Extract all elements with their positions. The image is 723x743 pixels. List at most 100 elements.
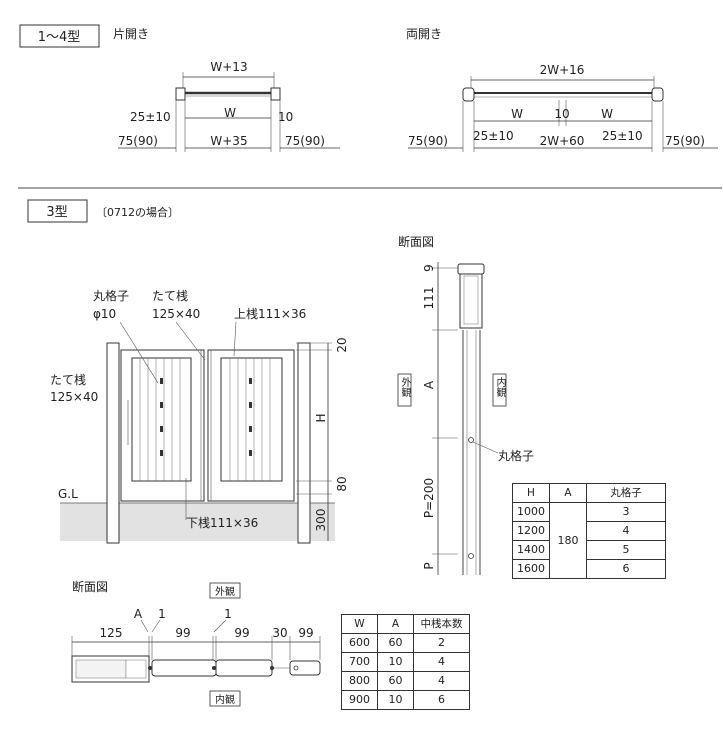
dim-top-20: 20	[335, 337, 349, 352]
bottom-rail-label: 下桟111×36	[186, 516, 258, 530]
horizontal-section: 断面図 外観 内観 A 1 1 125 99 99 30 99	[71, 579, 321, 707]
round-bar-label: 丸格子	[93, 288, 129, 303]
label-1-first: 1	[158, 607, 166, 621]
left-stile-size-label: 125×40	[50, 390, 98, 404]
width-spec-table: W A 中桟本数 600 60 2 700 10 4 800 60 4 900 …	[341, 614, 470, 710]
dim-p200: P=200	[422, 478, 436, 518]
single-inner-dim: W+35	[210, 134, 247, 148]
table-h-cell-bars: 3	[586, 502, 666, 522]
table-w-cell-a: 60	[377, 633, 414, 653]
single-width-dim: W	[224, 106, 236, 120]
vertical-section-title: 断面図	[398, 234, 434, 249]
single-swing-plan: W+13 25±10 W 10 75(90) W+35 75(90)	[118, 60, 340, 152]
double-overall-dim: 2W+16	[540, 63, 585, 77]
gate-elevation: G.L 丸格子 φ10 たて桟 125×	[50, 288, 349, 544]
double-clearance-left-dim: 25±10	[473, 129, 514, 143]
table-h-cell-bars: 4	[586, 521, 666, 541]
ground-line-label: G.L	[58, 487, 78, 501]
table-w-cell-a: 10	[377, 652, 414, 672]
inside-label-h: 内観	[215, 693, 235, 706]
dim-125: 125	[100, 626, 123, 640]
table-w-cell-count: 2	[413, 633, 470, 653]
single-swing-title: 片開き	[113, 27, 149, 41]
table-w-cell-w: 900	[341, 690, 378, 710]
table-h-cell-bars: 6	[586, 559, 666, 579]
table-row: 800 60 4	[341, 671, 470, 691]
table-h-cell-a: 180	[549, 502, 587, 579]
double-swing-plan: 2W+16 W 10 W 75(90) 25±10 2W+60 25±10 75…	[408, 63, 718, 152]
vertical-section: 断面図 9 111 A P=200 P 外観 内観 丸格子	[397, 234, 534, 575]
dim-99-third: 99	[298, 626, 313, 640]
ground-hatch	[60, 503, 335, 541]
outside-label-v: 外観	[399, 377, 411, 398]
double-swing-title: 両開き	[406, 27, 442, 41]
table-h-header-a: A	[549, 483, 587, 503]
single-overall-dim: W+13	[210, 60, 247, 74]
table-w-cell-w: 700	[341, 652, 378, 672]
table-w-cell-count: 4	[413, 671, 470, 691]
table-row: 700 10 4	[341, 652, 470, 672]
table-w-cell-a: 10	[377, 690, 414, 710]
table-h-header-bars: 丸格子	[586, 483, 666, 503]
dim-embed-300: 300	[314, 509, 328, 532]
dim-99-second: 99	[234, 626, 249, 640]
center-stile-label: たて桟	[152, 289, 188, 303]
dim-99-first: 99	[175, 626, 190, 640]
type3-note: 〔0712の場合〕	[96, 205, 179, 219]
double-width-right-dim: W	[601, 107, 613, 121]
double-width-left-dim: W	[511, 107, 523, 121]
table-h-cell-h: 1600	[512, 559, 550, 579]
table-h-cell-h: 1200	[512, 521, 550, 541]
dim-a-vertical: A	[422, 380, 436, 389]
dim-bottom-80: 80	[335, 476, 349, 491]
dim-111: 111	[422, 287, 436, 310]
table-row: 1000 180 3	[512, 502, 666, 579]
type3-tag-label: 3型	[46, 205, 67, 220]
table-h-header-h: H	[512, 483, 550, 503]
double-post-left-dim: 75(90)	[408, 134, 448, 148]
round-bar-dia-label: φ10	[93, 307, 116, 321]
table-row: 900 10 6	[341, 690, 470, 710]
type-tag-label: 1～4型	[38, 30, 81, 45]
type3-tag-box	[27, 199, 88, 223]
single-clearance-dim: 25±10	[130, 110, 171, 124]
double-gap-dim: 10	[554, 107, 569, 121]
inside-label-v: 内観	[494, 376, 506, 398]
label-a-h: A	[134, 607, 143, 621]
table-row: 1200 4	[512, 521, 666, 541]
type-tag-box	[19, 24, 100, 48]
table-w-cell-count: 4	[413, 652, 470, 672]
single-post-right-dim: 75(90)	[285, 134, 325, 148]
table-w-cell-w: 800	[341, 671, 378, 691]
table-row: 1400 5	[512, 540, 666, 560]
table-w-cell-count: 6	[413, 690, 470, 710]
dim-9: 9	[422, 264, 436, 272]
table-w-header-count: 中桟本数	[413, 614, 470, 634]
label-1-second: 1	[224, 607, 232, 621]
dim-p: P	[422, 562, 436, 569]
height-spec-table: H A 丸格子 1000 180 3 1200 4 1400 5 1600 6	[512, 483, 666, 579]
double-clearance-right-dim: 25±10	[602, 129, 643, 143]
table-h-cell-bars: 5	[586, 540, 666, 560]
top-rail-label: 上桟111×36	[234, 307, 306, 321]
table-w-header-w: W	[341, 614, 378, 634]
single-gap-dim: 10	[278, 110, 293, 124]
round-bar-callout: 丸格子	[498, 448, 534, 463]
center-stile-size-label: 125×40	[152, 307, 200, 321]
left-stile-label: たて桟	[50, 373, 86, 387]
table-row: 600 60 2	[341, 633, 470, 653]
table-w-header-a: A	[377, 614, 414, 634]
dim-height-h: H	[314, 413, 328, 422]
table-h-cell-h: 1000	[512, 502, 550, 522]
table-w-cell-w: 600	[341, 633, 378, 653]
outside-label-h: 外観	[215, 585, 235, 598]
double-post-right-dim: 75(90)	[665, 134, 705, 148]
horizontal-section-title: 断面図	[72, 579, 108, 594]
single-post-left-dim: 75(90)	[118, 134, 158, 148]
table-row: 1600 6	[512, 559, 666, 579]
double-inner-dim: 2W+60	[540, 134, 585, 148]
table-w-cell-a: 60	[377, 671, 414, 691]
dim-30: 30	[272, 626, 287, 640]
table-h-cell-h: 1400	[512, 540, 550, 560]
